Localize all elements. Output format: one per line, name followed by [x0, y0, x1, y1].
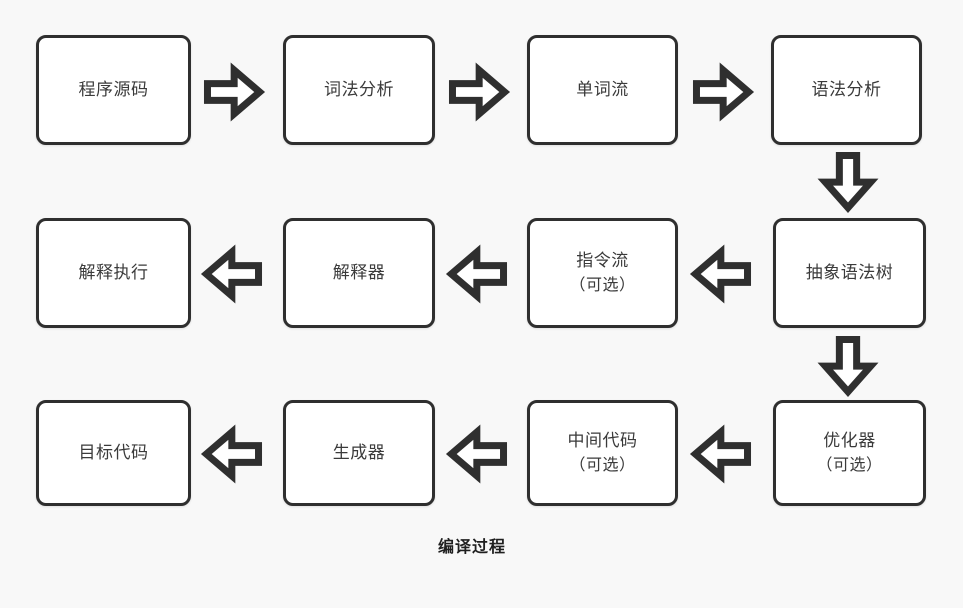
- node-syntax-analysis[interactable]: 语法分析: [771, 35, 922, 145]
- node-source-code[interactable]: 程序源码: [36, 35, 191, 145]
- node-label: 指令流: [576, 251, 629, 271]
- node-target-code[interactable]: 目标代码: [36, 400, 191, 506]
- arrow-intermediate-to-generator-icon: [449, 428, 507, 480]
- node-interpreter[interactable]: 解释器: [283, 218, 435, 328]
- node-label: 抽象语法树: [805, 262, 894, 282]
- node-ast[interactable]: 抽象语法树: [773, 218, 926, 328]
- node-instruction-stream[interactable]: 指令流 （可选）: [527, 218, 678, 328]
- node-label: 解释器: [332, 262, 386, 282]
- node-label: 语法分析: [811, 79, 882, 99]
- node-sublabel: （可选）: [816, 456, 883, 474]
- arrow-lexical-to-token-icon: [449, 66, 507, 118]
- node-label: 单词流: [576, 79, 629, 99]
- arrow-ast-to-instruction-icon: [693, 248, 751, 300]
- node-label: 目标代码: [78, 442, 149, 462]
- arrow-token-to-syntax-icon: [693, 66, 751, 118]
- node-execute[interactable]: 解释执行: [36, 218, 191, 328]
- node-label: 解释执行: [78, 262, 149, 282]
- node-label: 生成器: [332, 442, 386, 462]
- node-lexical-analysis[interactable]: 词法分析: [283, 35, 435, 145]
- node-generator[interactable]: 生成器: [283, 400, 435, 506]
- node-sublabel: （可选）: [569, 276, 636, 294]
- diagram-caption: 编译过程: [438, 539, 507, 556]
- node-label: 中间代码: [567, 431, 638, 451]
- node-token-stream[interactable]: 单词流: [527, 35, 678, 145]
- arrow-optimizer-to-intermediate-icon: [693, 428, 751, 480]
- arrow-ast-to-optimizer-icon: [821, 336, 875, 394]
- node-label: 优化器: [823, 431, 876, 451]
- node-sublabel: （可选）: [569, 456, 636, 474]
- node-optimizer[interactable]: 优化器 （可选）: [773, 400, 926, 506]
- arrow-syntax-to-ast-icon: [821, 152, 875, 210]
- arrow-source-to-lexical-icon: [204, 66, 262, 118]
- node-intermediate-code[interactable]: 中间代码 （可选）: [527, 400, 678, 506]
- node-label: 程序源码: [78, 79, 149, 99]
- arrow-instruction-to-interpreter-icon: [449, 248, 507, 300]
- node-label: 词法分析: [324, 79, 394, 99]
- arrow-generator-to-target-icon: [204, 428, 262, 480]
- arrow-interpreter-to-execute-icon: [204, 248, 262, 300]
